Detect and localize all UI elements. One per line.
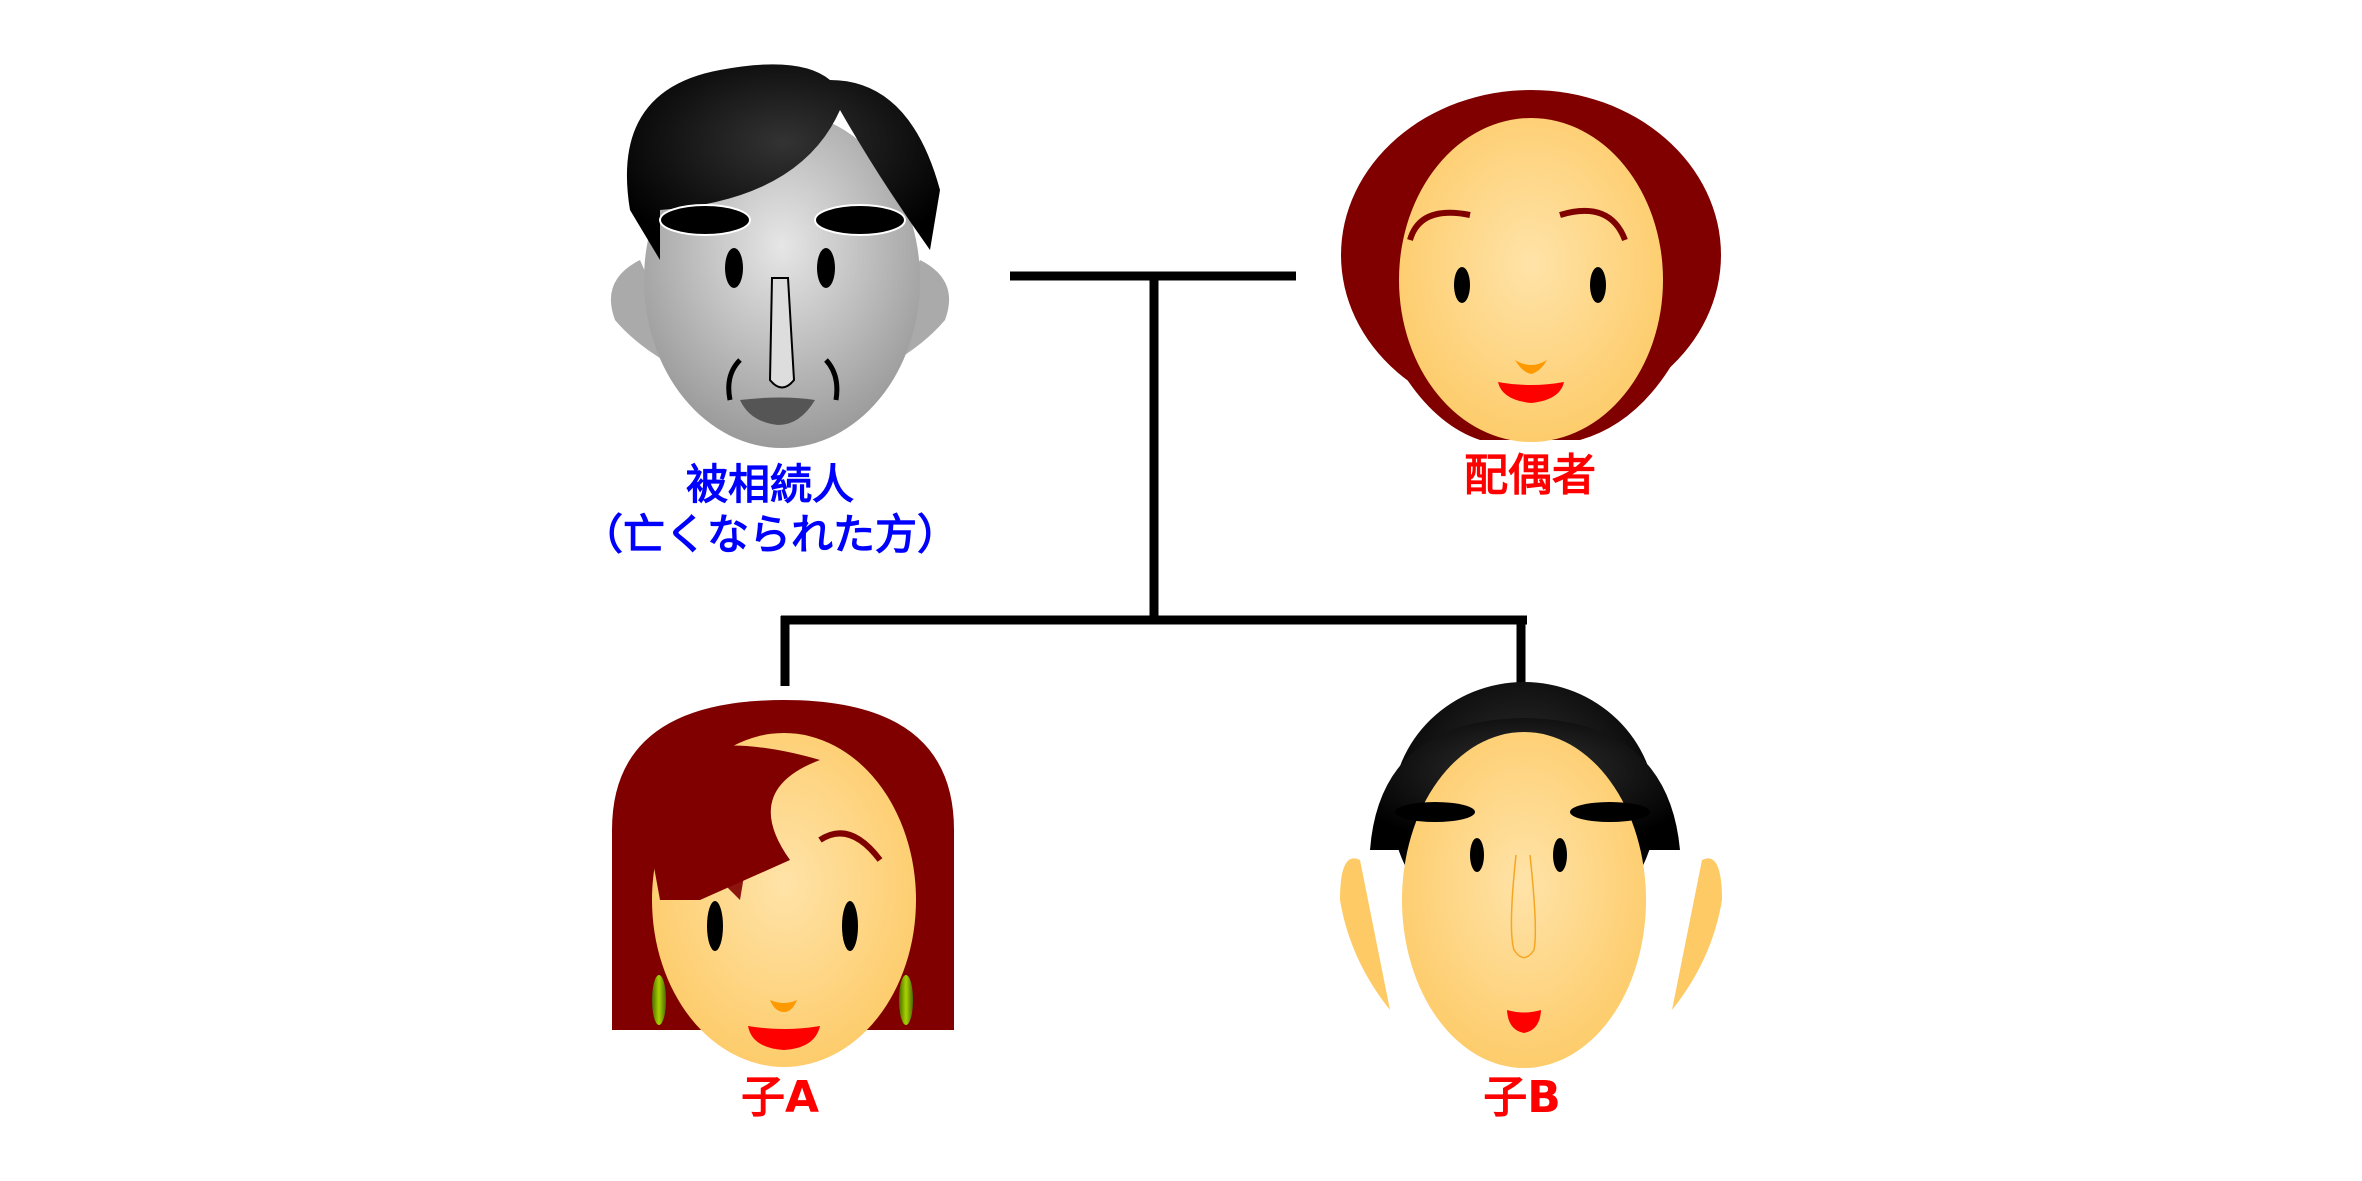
spouse-face-icon	[1341, 90, 1721, 442]
child-a-face-icon	[612, 700, 954, 1067]
deceased-label: 被相続人	[685, 460, 854, 509]
child-a-label: 子A	[740, 1072, 820, 1123]
connector-lines	[780, 271, 1527, 686]
spouse-label: 配偶者	[1464, 450, 1596, 501]
deceased-face-icon	[610, 64, 950, 448]
deceased-sublabel: （亡くなられた方）	[580, 510, 959, 560]
child-b-label: 子B	[1483, 1072, 1561, 1123]
child-b-face-icon	[1340, 682, 1722, 1068]
deceased-label-block: 被相続人 （亡くなられた方）	[570, 460, 970, 561]
